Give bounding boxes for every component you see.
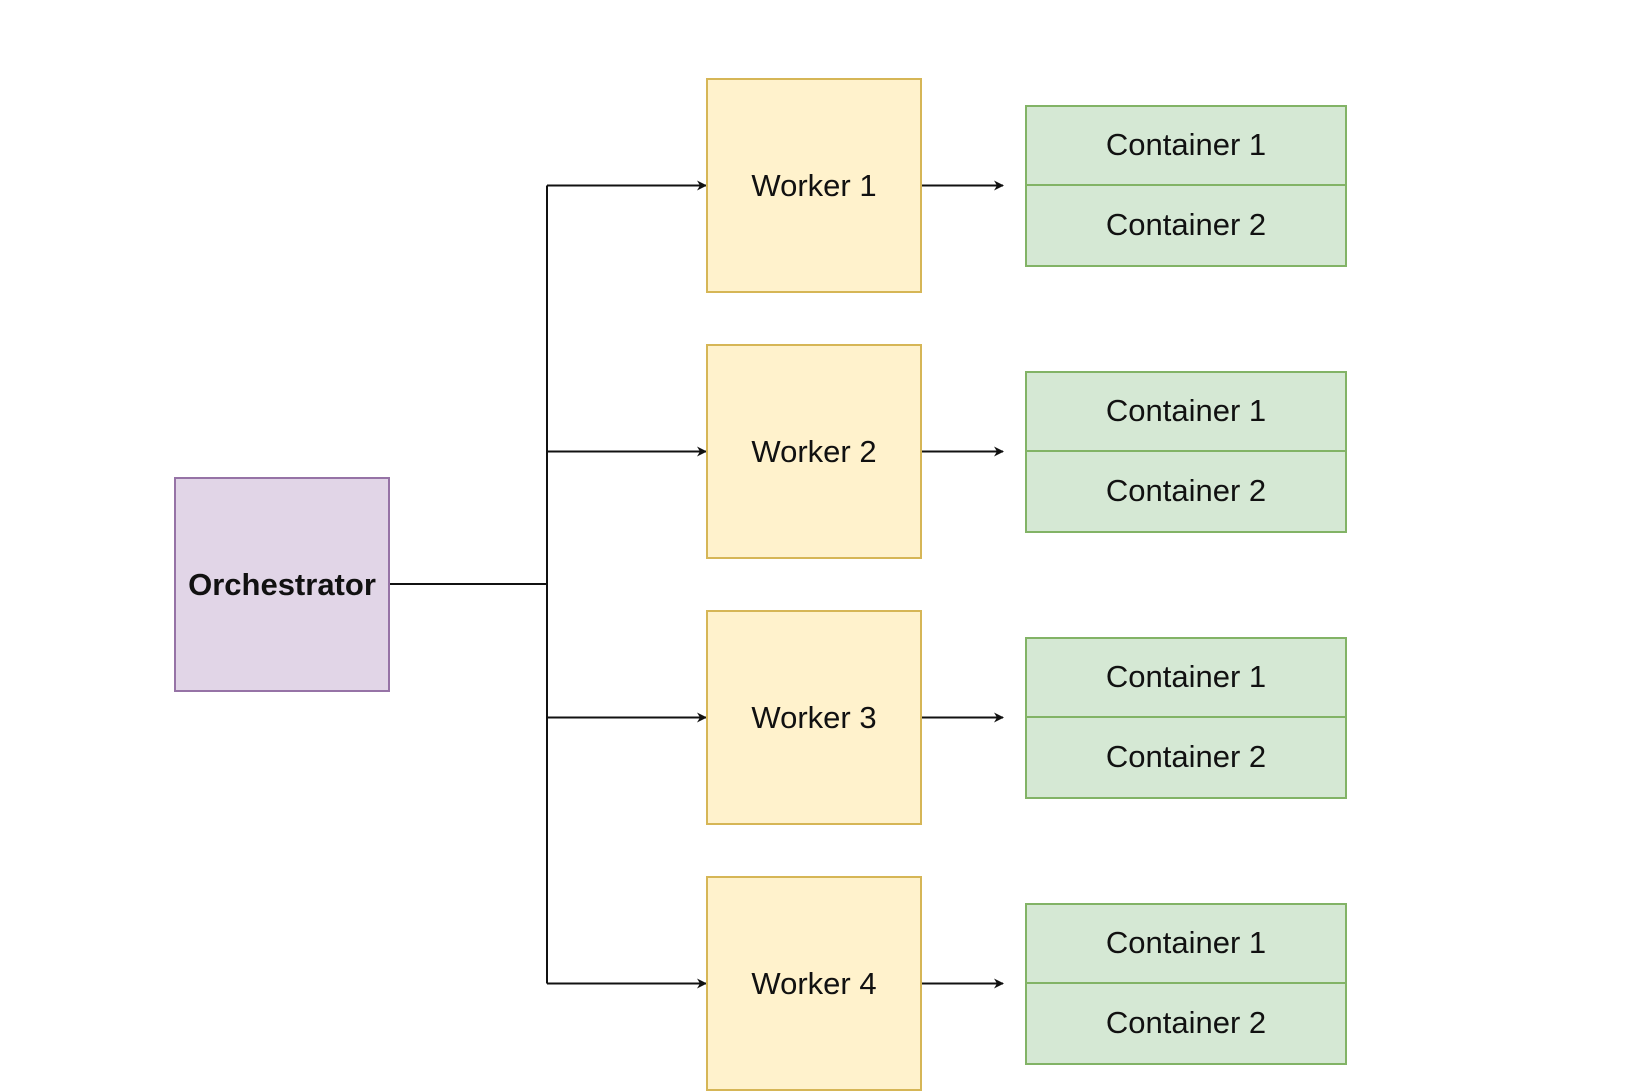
orchestrator-node: Orchestrator (174, 477, 390, 692)
container-group-4: Container 1 Container 2 (1025, 902, 1347, 1065)
container-cell-2: Container 2 (1105, 473, 1267, 508)
container-cell-1: Container 1 (1027, 107, 1345, 186)
worker-label: Worker 1 (751, 167, 877, 203)
worker-node-3: Worker 3 (706, 610, 922, 825)
worker-label: Worker 2 (751, 433, 877, 469)
container-group-1: Container 1 Container 2 (1025, 104, 1347, 267)
worker-node-4: Worker 4 (706, 876, 922, 1091)
container-group-2: Container 1 Container 2 (1025, 370, 1347, 533)
worker-label: Worker 4 (751, 965, 877, 1001)
container-cell-1: Container 1 (1027, 639, 1345, 718)
container-group-3: Container 1 Container 2 (1025, 636, 1347, 799)
worker-label: Worker 3 (751, 699, 877, 735)
container-cell-2: Container 2 (1105, 739, 1267, 774)
worker-node-2: Worker 2 (706, 344, 922, 559)
container-cell-1: Container 1 (1027, 905, 1345, 984)
container-cell-2: Container 2 (1105, 1005, 1267, 1040)
orchestrator-label: Orchestrator (188, 566, 376, 602)
container-cell-2: Container 2 (1105, 207, 1267, 242)
container-cell-1: Container 1 (1027, 373, 1345, 452)
worker-node-1: Worker 1 (706, 78, 922, 293)
